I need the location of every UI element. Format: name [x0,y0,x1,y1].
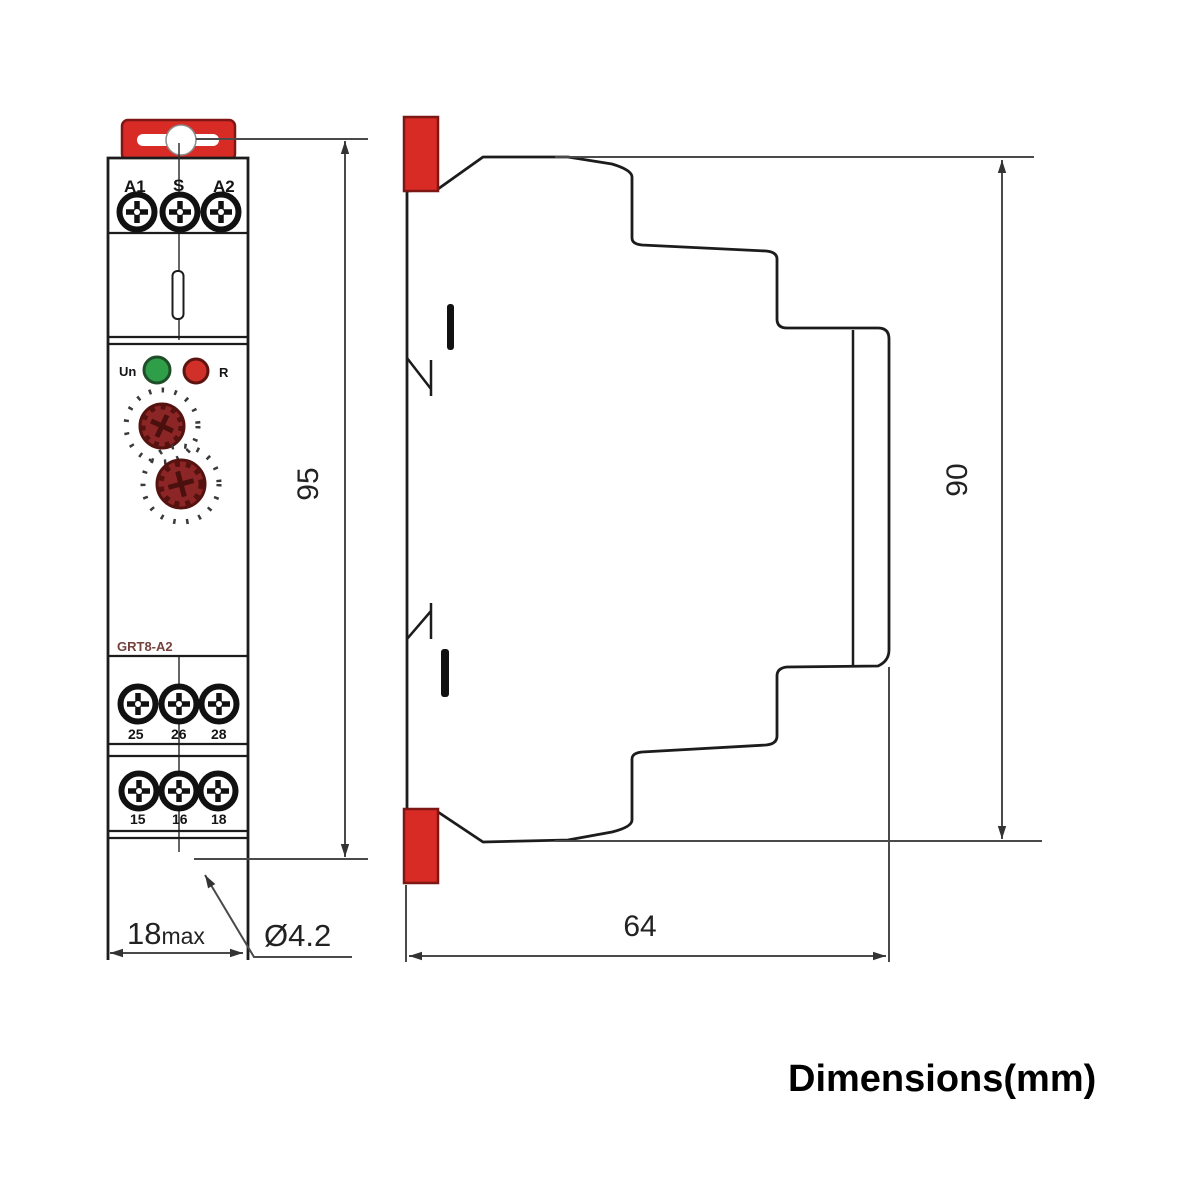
terminal-label-s: S [173,176,184,195]
dimension-annotations [110,138,1042,962]
din-clip-bottom-side [402,807,440,885]
side-profile-outline [405,155,891,844]
terminal-label-28: 28 [211,726,227,742]
dim-hole-label: Ø4.2 [264,918,331,953]
rail-slot-mark-lower [441,649,449,697]
led-supply-label: Un [119,364,136,379]
dial-scale-ticks [123,387,201,465]
screw-terminal [158,770,200,812]
dim-90 [555,156,1042,842]
screw-terminal [200,191,242,233]
dim-18-value: 18 [127,916,161,951]
screw-terminal [198,683,240,725]
dim-hole-leader [204,874,352,958]
front-slot [171,270,185,320]
rotary-dial-time-set [140,443,222,525]
dim-95 [194,138,368,860]
terminal-row-mid [117,683,240,725]
terminal-row-top [116,191,242,233]
housing-outline [106,156,250,960]
terminal-label-26: 26 [171,726,187,742]
terminal-label-25: 25 [128,726,144,742]
terminal-label-16: 16 [172,811,188,827]
front-view: A1 S A2 Un R [106,118,250,960]
model-label: GRT8-A2 [117,639,173,654]
terminal-label-a1: A1 [124,177,146,196]
terminal-row-bottom [118,770,239,812]
rotary-dial-time-range [123,387,201,465]
led-green [142,355,172,385]
din-clip-top-side [402,115,440,193]
led-relay-label: R [219,365,229,380]
terminal-label-18: 18 [211,811,227,827]
mounting-hole-top [165,124,197,156]
rail-slot-mark-upper [447,304,454,350]
din-clip-top [120,118,237,162]
led-red [182,357,210,385]
screw-terminal [117,683,159,725]
terminal-label-a2: A2 [213,177,235,196]
dim-18max-label: 18max [127,916,205,951]
drawing-title: Dimensions(mm) [788,1058,1096,1100]
dim-18-suffix: max [161,923,205,949]
screw-terminal [116,191,158,233]
terminal-label-15: 15 [130,811,146,827]
dim-64-label: 64 [623,910,656,943]
dial-scale-ticks [140,443,222,525]
side-view [402,115,891,885]
screw-terminal [118,770,160,812]
dim-95-label: 95 [292,467,325,500]
dim-90-label: 90 [941,463,974,496]
dim-64 [405,667,890,962]
rail-hook-lower [406,603,433,640]
screw-terminal [159,191,201,233]
section-lines [108,231,248,840]
screw-terminal [158,683,200,725]
rail-hook-upper [406,357,433,396]
screw-terminal [197,770,239,812]
